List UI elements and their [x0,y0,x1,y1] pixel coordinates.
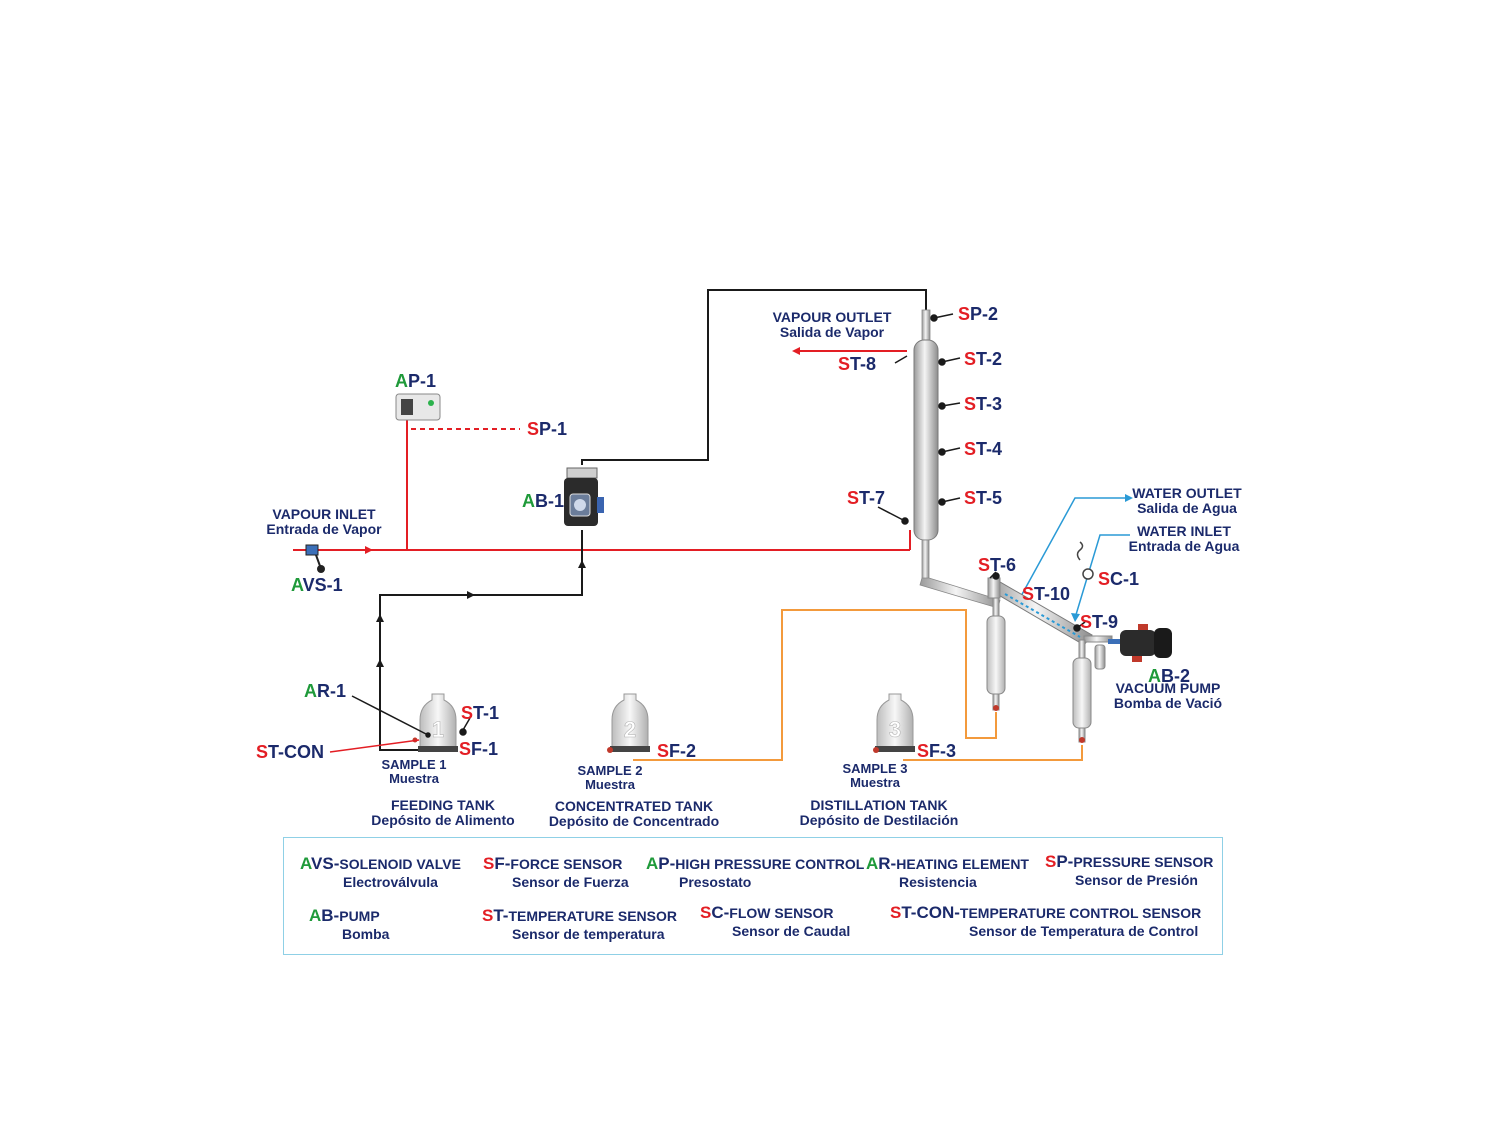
tag-st10: ST-10 [1022,584,1071,604]
flow-arrow [467,591,475,599]
tag-st2: ST-2 [964,349,1003,369]
water-outlet-arrow [1125,494,1133,502]
tank-1: 1 [418,693,458,752]
tag-ap1: AP-1 [395,371,437,391]
tank-number: 3 [889,717,901,742]
tank-number: 2 [624,717,636,742]
flow-arrow [376,659,384,667]
legend [283,837,1223,955]
legend-item-stcon: ST-CON-TEMPERATURE CONTROL SENSOR Sensor… [890,903,1202,939]
stcon-leader [329,739,420,753]
tank-3: 3 [873,693,915,753]
solenoid-valve-avs1 [305,544,325,573]
feed-line [379,289,927,751]
tag-avs1: AVS-1 [291,575,343,595]
receiver-right [1072,639,1106,743]
legend-item-sp: SP-PRESSURE SENSOR Sensor de Presión [1045,852,1214,888]
product-lines [633,609,1083,761]
flow-arrow [365,546,373,554]
water-outlet-label: WATER OUTLET Salida de Agua [1132,485,1242,517]
tag-st9: ST-9 [1080,612,1119,632]
sample2-label: SAMPLE 2 Muestra [577,763,643,793]
legend-item-ap: AP-HIGH PRESSURE CONTROL Presostato [646,854,865,890]
tag-st7: ST-7 [847,488,886,508]
sensor-leaders [351,313,1086,738]
condenser [987,577,1113,646]
sample1-label: SAMPLE 1 Muestra [381,757,447,787]
tag-st1: ST-1 [461,703,500,723]
vapour-outlet-label: VAPOUR OUTLET Salida de Vapor [772,309,892,341]
tag-ab2: AB-2 [1148,666,1191,686]
tank-2: 2 [607,693,650,753]
tag-sc1: SC-1 [1098,569,1140,589]
vacuum-pump-label: VACUUM PUMP Bomba de Vació [1113,680,1223,712]
tag-st3: ST-3 [964,394,1003,414]
feeding-tank-label: FEEDING TANK Depósito de Alimento [371,797,515,829]
vapour-line [293,350,911,551]
tag-sf2: SF-2 [657,741,697,761]
pump-ab1 [564,467,604,526]
tag-st4: ST-4 [964,439,1003,459]
tag-sp2: SP-2 [958,304,999,324]
tag-sf1: SF-1 [459,739,499,759]
legend-item-sc: SC-FLOW SENSOR Sensor de Caudal [700,903,851,939]
receiver-left [986,597,1006,711]
water-inlet-arrow [1071,613,1080,622]
legend-item-st: ST-TEMPERATURE SENSOR Sensor de temperat… [482,906,677,942]
water-inlet-label: WATER INLET Entrada de Agua [1128,523,1240,555]
pressure-switch-ap1 [395,393,441,421]
evaporator-column [913,309,1001,609]
legend-item-sf: SF-FORCE SENSOR Sensor de Fuerza [483,854,629,890]
flow-arrow [376,614,384,622]
tank-number: 1 [432,717,444,742]
tag-ar1: AR-1 [304,681,347,701]
sample3-label: SAMPLE 3 Muestra [842,761,908,791]
legend-item-ar: AR-HEATING ELEMENT Resistencia [866,854,1029,890]
legend-item-avs: AVS-SOLENOID VALVE Electroválvula [300,854,461,890]
concentrated-tank-label: CONCENTRATED TANK Depósito de Concentrad… [548,798,720,830]
vapour-outlet-arrow [792,347,800,355]
tag-sf3: SF-3 [917,741,957,761]
flow-arrow [578,560,586,568]
tag-st5: ST-5 [964,488,1003,508]
distillation-tank-label: DISTILLATION TANK Depósito de Destilació… [799,797,959,829]
tag-ab1: AB-1 [522,491,565,511]
flow-sensor-sc1 [1076,541,1094,580]
legend-item-ab: AB-PUMP Bomba [309,906,390,942]
tag-stcon: ST-CON [256,742,325,762]
tag-sp1: SP-1 [527,419,568,439]
tag-st6: ST-6 [978,555,1017,575]
vacuum-pump-ab2 [1108,624,1172,662]
tag-st8: ST-8 [838,354,877,374]
water-lines [1019,497,1130,619]
vapour-inlet-label: VAPOUR INLET Entrada de Vapor [266,506,382,538]
